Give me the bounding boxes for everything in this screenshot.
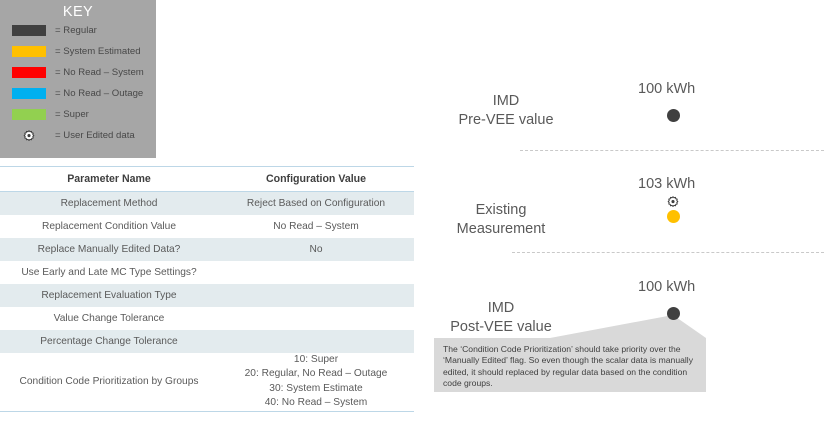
section-divider-1 (520, 150, 824, 151)
table-row: Replace Manually Edited Data? No (0, 237, 414, 261)
data-point-marker-existing-measurement (667, 210, 680, 223)
color-swatch-super-icon (12, 109, 46, 120)
column-header-configuration-value: Configuration Value (218, 166, 414, 192)
cell-configuration-value: Reject Based on Configuration (246, 197, 386, 209)
table-header-row: Parameter Name Configuration Value (0, 166, 414, 192)
gear-icon-cell (12, 129, 46, 142)
key-item-label: = User Edited data (55, 130, 135, 141)
key-item-label: = System Estimated (55, 46, 141, 57)
gear-icon (23, 129, 35, 141)
key-item-label: = Super (55, 109, 89, 120)
cell-configuration-value (218, 307, 414, 330)
key-item-label: = No Read – System (55, 67, 144, 78)
table-row: Condition Code Prioritization by Groups … (0, 353, 414, 412)
cell-configuration-value: No (309, 243, 323, 255)
value-label-post-vee: 100 kWh (638, 279, 696, 295)
vee-flow-diagram: IMD Pre-VEE value 100 kWh Existing Measu… (420, 0, 824, 423)
annotation-callout-text: The ‘Condition Code Prioritization’ shou… (443, 344, 694, 389)
stage-label-existing-measurement: Existing Measurement (456, 202, 546, 237)
cell-parameter-name: Replace Manually Edited Data? (37, 243, 181, 255)
table-row: Replacement Condition Value No Read – Sy… (0, 215, 414, 238)
data-point-marker-post-vee (667, 307, 680, 320)
cell-parameter-name: Percentage Change Tolerance (40, 335, 178, 347)
key-item-no-read-outage: = No Read – Outage (0, 83, 156, 104)
cell-parameter-name: Replacement Method (60, 197, 158, 209)
cell-configuration-value: No Read – System (273, 220, 359, 232)
key-item-regular: = Regular (0, 20, 156, 41)
key-legend-box: KEY = Regular = System Estimated = No Re… (0, 0, 156, 158)
cell-parameter-name: Value Change Tolerance (53, 312, 165, 324)
stage-label-imd-post-vee: IMD Post-VEE value (450, 300, 552, 335)
table-row: Value Change Tolerance (0, 307, 414, 330)
key-item-system-estimated: = System Estimated (0, 41, 156, 62)
key-item-label: = Regular (55, 25, 97, 36)
cell-configuration-value: 10: Super 20: Regular, No Read – Outage … (244, 353, 388, 409)
cell-configuration-value (218, 261, 414, 284)
cell-parameter-name: Replacement Condition Value (41, 220, 177, 232)
parameter-configuration-table: Parameter Name Configuration Value Repla… (0, 166, 414, 412)
cell-configuration-value (218, 330, 414, 353)
cell-parameter-name: Replacement Evaluation Type (41, 289, 177, 301)
column-header-parameter-name: Parameter Name (0, 166, 218, 192)
color-swatch-regular-icon (12, 25, 46, 36)
table-row: Replacement Evaluation Type (0, 283, 414, 307)
data-point-marker-pre-vee (667, 109, 680, 122)
key-item-label: = No Read – Outage (55, 88, 144, 99)
cell-parameter-name: Condition Code Prioritization by Groups (19, 376, 199, 387)
annotation-callout-box: The ‘Condition Code Prioritization’ shou… (434, 338, 706, 392)
table-row: Replacement Method Reject Based on Confi… (0, 191, 414, 215)
section-divider-2 (512, 252, 824, 253)
value-label-existing-measurement: 103 kWh (638, 176, 696, 192)
color-swatch-no-read-outage-icon (12, 88, 46, 99)
table-row: Use Early and Late MC Type Settings? (0, 261, 414, 284)
key-item-super: = Super (0, 104, 156, 125)
table-row: Percentage Change Tolerance (0, 329, 414, 353)
color-swatch-system-estimated-icon (12, 46, 46, 57)
stage-label-imd-pre-vee: IMD Pre-VEE value (458, 93, 554, 128)
key-item-user-edited: = User Edited data (0, 125, 156, 146)
key-item-no-read-system: = No Read – System (0, 62, 156, 83)
value-label-pre-vee: 100 kWh (638, 81, 696, 97)
color-swatch-no-read-system-icon (12, 67, 46, 78)
gear-icon-user-edited-marker (667, 196, 679, 207)
key-title: KEY (62, 4, 94, 20)
cell-configuration-value (218, 284, 414, 307)
cell-parameter-name: Use Early and Late MC Type Settings? (21, 266, 197, 278)
